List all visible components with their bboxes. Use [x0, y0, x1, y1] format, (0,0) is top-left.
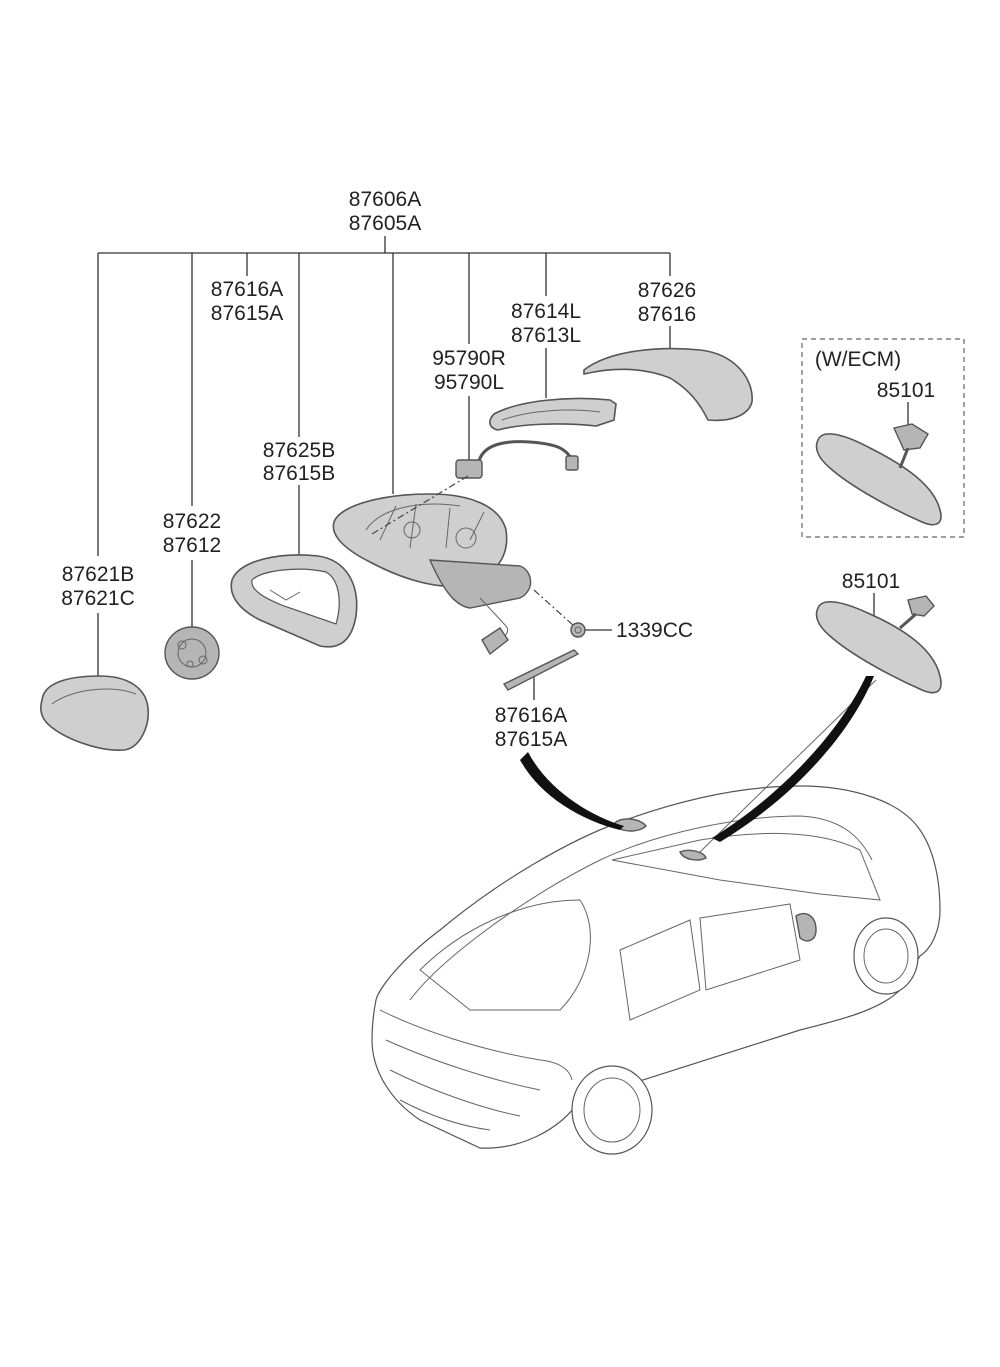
- wiring-harness: [371, 440, 579, 535]
- gasket-strip: [502, 649, 580, 691]
- label-1339cc: 1339CC: [616, 619, 693, 642]
- label-87612: 87612: [163, 534, 221, 557]
- vehicle-illustration: [371, 679, 941, 1155]
- label-87626: 87626: [638, 279, 696, 302]
- label-87615a-bottom: 87615A: [495, 728, 567, 751]
- label-95790r: 95790R: [432, 347, 506, 370]
- label-87616: 87616: [638, 303, 696, 326]
- label-87615a-top: 87615A: [211, 302, 283, 325]
- mirror-actuator: [164, 626, 220, 680]
- label-87605a: 87605A: [349, 212, 421, 235]
- part-labels: 87606A 87605A 87616A 87615A 87614L 87613…: [61, 188, 935, 751]
- label-95790l: 95790L: [434, 371, 504, 394]
- inside-mirror: [815, 595, 942, 694]
- label-87606a: 87606A: [349, 188, 421, 211]
- label-87621c: 87621C: [61, 587, 135, 610]
- label-87621b: 87621B: [62, 563, 134, 586]
- label-87616a-bottom: 87616A: [495, 704, 567, 727]
- label-87622: 87622: [163, 510, 221, 533]
- label-87616a-top: 87616A: [211, 278, 283, 301]
- leader-lines: [97, 236, 909, 700]
- callout-swooshes: [520, 676, 874, 842]
- mirror-cap-cover: [583, 347, 753, 422]
- mirror-housing-frame: [230, 554, 358, 648]
- bolt-1339cc: [533, 589, 586, 638]
- label-85101: 85101: [842, 570, 900, 593]
- ecm-option-box: [801, 338, 965, 538]
- mirror-glass: [40, 675, 149, 751]
- turn-signal-lamp: [489, 397, 617, 431]
- mirror-assembly-body: [332, 493, 532, 656]
- label-87614l: 87614L: [511, 300, 581, 323]
- label-87615b: 87615B: [263, 462, 335, 485]
- label-w-ecm: (W/ECM): [815, 348, 901, 371]
- label-85101-ecm: 85101: [877, 379, 935, 402]
- label-87613l: 87613L: [511, 324, 581, 347]
- inside-mirror-ecm: [815, 423, 942, 526]
- label-87625b: 87625B: [263, 439, 335, 462]
